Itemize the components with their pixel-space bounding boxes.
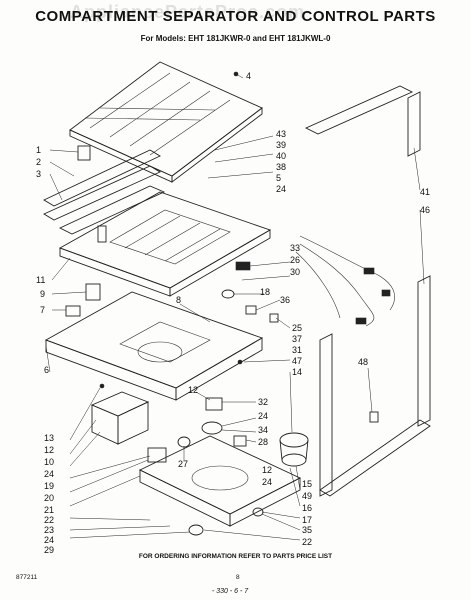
callout-40: 40 (276, 151, 287, 161)
callout-38: 38 (276, 162, 287, 172)
lower-control-housing (44, 291, 264, 401)
callout-29: 29 (44, 545, 55, 555)
front-trim-strip (43, 149, 166, 235)
callout-13: 13 (44, 433, 55, 443)
callout-24-left: 24 (44, 469, 55, 479)
bottom-base-pan (138, 435, 302, 527)
handwritten-note: - 330 - 6 - 7 (212, 588, 249, 595)
callout-19: 19 (44, 481, 55, 491)
callout-23: 23 (44, 525, 55, 535)
models-subtitle: For Models: EHT 181JKWR-0 and EHT 181JKW… (140, 34, 331, 43)
callout-35: 35 (302, 525, 313, 535)
callout-32: 32 (258, 397, 269, 407)
thermostat-dial (279, 432, 309, 467)
callout-18: 18 (260, 287, 271, 297)
callout-10: 10 (44, 457, 55, 467)
callout-20: 20 (44, 493, 55, 503)
callout-15: 15 (302, 479, 313, 489)
callout-39: 39 (276, 140, 287, 150)
callout-12-upper: 12 (188, 385, 199, 395)
control-box (90, 391, 150, 445)
callout-49: 49 (302, 491, 313, 501)
callout-28: 28 (258, 437, 269, 447)
callout-31: 31 (292, 345, 303, 355)
callout-34: 34 (258, 425, 269, 435)
callout-30: 30 (290, 267, 301, 277)
upper-separator-plate (69, 61, 263, 183)
ordering-note: FOR ORDERING INFORMATION REFER TO PARTS … (138, 553, 333, 560)
callout-2: 2 (36, 157, 42, 167)
callout-24-mid: 24 (258, 411, 269, 421)
callout-9: 9 (40, 289, 46, 299)
callout-27: 27 (178, 459, 189, 469)
callout-12-left: 12 (44, 445, 55, 455)
callout-33: 33 (290, 243, 301, 253)
callout-36: 36 (280, 295, 291, 305)
callout-26: 26 (290, 255, 301, 265)
callout-8: 8 (176, 295, 182, 305)
gasket-frame (304, 85, 431, 497)
callout-43: 43 (276, 129, 287, 139)
callout-6: 6 (44, 365, 50, 375)
callout-37: 37 (292, 334, 303, 344)
callout-3: 3 (36, 169, 42, 179)
callout-48: 48 (358, 357, 369, 367)
callout-11: 11 (36, 275, 46, 285)
hardware-parts (65, 71, 379, 536)
middle-separator-tray (58, 191, 272, 297)
callout-16: 16 (302, 503, 313, 513)
watermark: AppliancePartsPros.com (70, 2, 306, 22)
callout-17: 17 (302, 515, 313, 525)
callout-14: 14 (292, 367, 303, 377)
callout-21: 21 (44, 505, 55, 515)
diagram-title: COMPARTMENT SEPARATOR AND CONTROL PARTS (35, 8, 436, 25)
wire-harness (295, 235, 395, 327)
callout-1: 1 (36, 145, 42, 155)
callout-46: 46 (420, 205, 431, 215)
diagram-code: 877211 (16, 574, 38, 581)
callout-7: 7 (40, 305, 46, 315)
callout-22-left: 22 (44, 515, 55, 525)
callout-leaders (45, 73, 425, 541)
callout-12-right: 12 (262, 465, 273, 475)
page-number: 8 (236, 574, 240, 581)
callout-5: 5 (276, 173, 282, 183)
callout-24-right: 24 (262, 477, 273, 487)
callout-22-right: 22 (302, 537, 313, 547)
callout-24-top: 24 (276, 184, 287, 194)
callout-24-bottom: 24 (44, 535, 55, 545)
callout-4: 4 (246, 71, 252, 81)
callout-41: 41 (420, 187, 431, 197)
callout-47: 47 (292, 356, 303, 366)
callout-25: 25 (292, 323, 303, 333)
